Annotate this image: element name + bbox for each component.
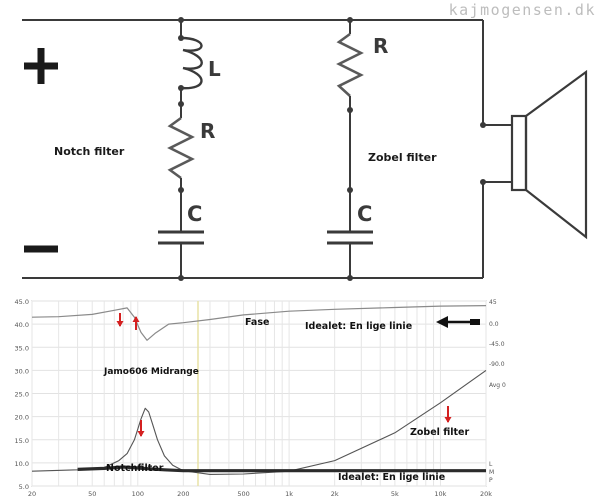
site-watermark: kajmogensen.dk [449, 1, 596, 19]
junction-dot [178, 187, 184, 193]
notch-capacitor-label: C [187, 202, 202, 226]
right-axis-label: -90.0 [489, 361, 505, 368]
annotation-ideal-phase: Idealet: En lige linie [305, 321, 412, 332]
annotation-zobel: Zobel filter [410, 427, 470, 438]
plus-symbol [24, 48, 58, 84]
zobel-capacitor-label: C [357, 202, 372, 226]
zobel-filter-caption: Zobel filter [368, 151, 437, 164]
y-tick-label: 30.0 [15, 367, 29, 375]
y-tick-label: 45.0 [15, 298, 29, 306]
junction-dot [178, 275, 184, 281]
speaker-cone [524, 69, 588, 240]
junction-dot [178, 17, 184, 23]
x-tick-label: 500 [237, 490, 249, 498]
junction-dots [178, 17, 486, 281]
notch-resistor-label: R [200, 119, 215, 143]
junction-dot [480, 179, 486, 185]
right-axis-label: 45 [489, 299, 497, 306]
y-tick-label: 5.0 [19, 483, 29, 491]
junction-dot [347, 17, 353, 23]
red-arrow-down-phase-head [116, 321, 124, 327]
annotation-notch: Notchfilter [106, 463, 164, 474]
zobel-resistor-label: R [373, 34, 388, 58]
x-tick-label: 5k [391, 490, 399, 498]
circuit-schematic [22, 19, 588, 279]
junction-dot [178, 35, 184, 41]
zobel-resistor-zigzag [336, 32, 364, 97]
impedance-phase-chart: 45.0 40.0 35.0 30.0 25.0 20.0 15.0 10.0 5.020 50 1… [15, 298, 507, 498]
right-axis-label: Avg 0 [489, 382, 506, 389]
speaker-magnet [510, 114, 528, 192]
notch-resistor-zigzag [167, 116, 195, 180]
junction-dot [347, 107, 353, 113]
x-tick-label: 20 [28, 490, 36, 498]
x-tick-label: 2k [331, 490, 339, 498]
annotation-ideal-impedance: Idealet: En lige linie [338, 472, 445, 483]
notch-inductor-coil [180, 36, 203, 90]
ideal-arrow-head [436, 316, 448, 328]
right-axis-label: 0.0 [489, 321, 499, 328]
y-tick-label: 20.0 [15, 414, 29, 422]
series-impedance-with-filters [77, 465, 486, 473]
annotation-driver: Jamo606 Midrange [103, 367, 199, 377]
notch-filter-caption: Notch filter [54, 145, 125, 158]
side-marker-letter: L [489, 461, 493, 468]
ideal-arrow-tail [470, 319, 480, 325]
x-tick-label: 20k [480, 490, 492, 498]
annotation-phase: Fase [245, 317, 269, 328]
x-tick-label: 50 [88, 490, 96, 498]
x-tick-label: 1k [285, 490, 293, 498]
y-tick-label: 25.0 [15, 391, 29, 399]
series-phase [31, 305, 487, 341]
y-tick-label: 40.0 [15, 321, 29, 329]
inductor-label: L [208, 57, 221, 81]
side-marker-letter: M [489, 469, 494, 476]
red-arrow-down-zobel-head [444, 417, 452, 423]
junction-dot [347, 187, 353, 193]
side-marker-letter: P [489, 477, 493, 484]
x-tick-label: 10k [434, 490, 446, 498]
junction-dot [347, 275, 353, 281]
junction-dot [178, 101, 184, 107]
y-tick-label: 35.0 [15, 344, 29, 352]
y-tick-label: 15.0 [15, 437, 29, 445]
junction-dot [480, 122, 486, 128]
red-arrow-up-phase-head [132, 316, 140, 322]
y-tick-label: 10.0 [15, 460, 29, 468]
junction-dot [178, 85, 184, 91]
right-axis-label: -45.0 [489, 341, 505, 348]
x-tick-label: 200 [177, 490, 189, 498]
series-impedance-without-filters [31, 369, 487, 475]
x-tick-label: 100 [132, 490, 144, 498]
red-arrow-down-notch-head [137, 431, 145, 437]
